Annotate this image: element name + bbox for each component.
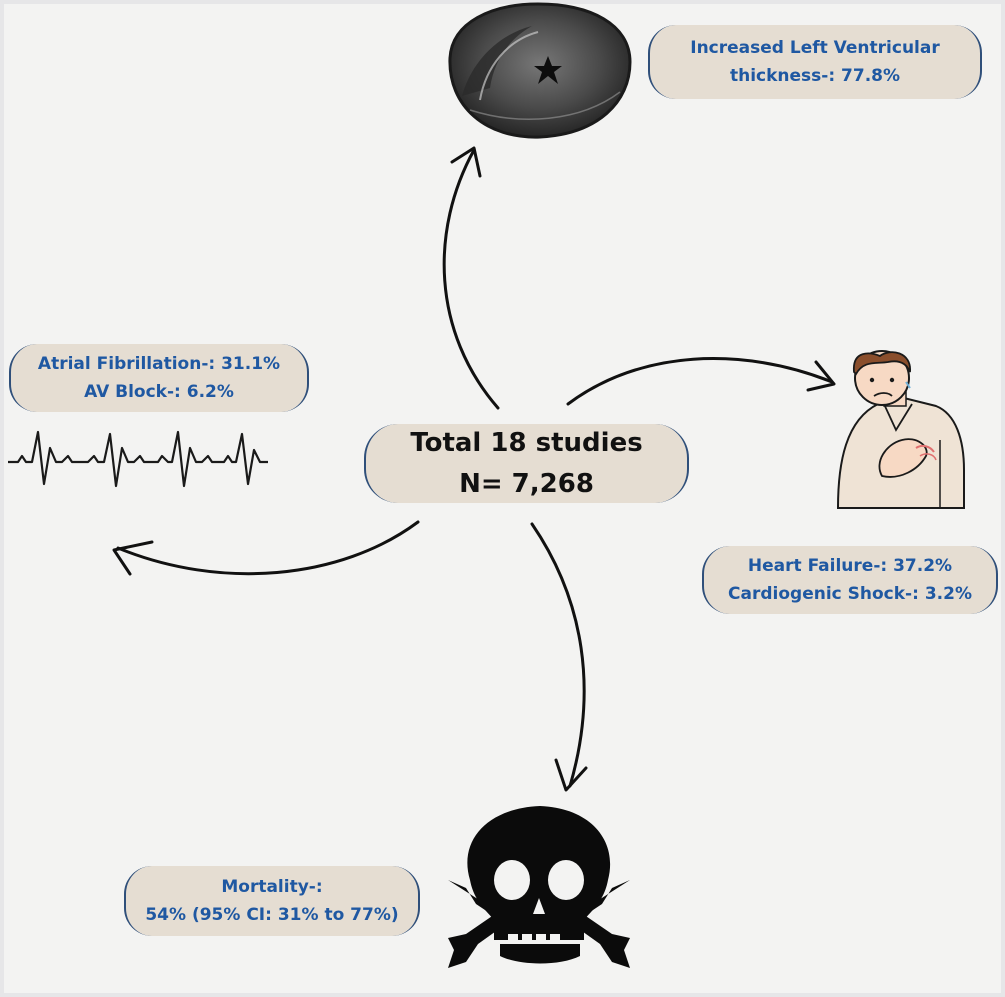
- lv-thickness-line1: Increased Left Ventricular: [690, 38, 940, 58]
- mortality-box: Mortality-: 54% (95% CI: 31% to 77%): [124, 866, 420, 936]
- arrhythmia-box: Atrial Fibrillation-: 31.1% AV Block-: 6…: [9, 344, 309, 412]
- center-title: Total 18 studies: [410, 427, 643, 458]
- heart-cross-section-icon: [448, 2, 632, 139]
- lv-thickness-line2: thickness-: 77.8%: [729, 66, 901, 86]
- heart-failure-line2: Cardiogenic Shock-: 3.2%: [728, 584, 972, 604]
- heart-failure-line1: Heart Failure-: 37.2%: [747, 556, 953, 576]
- mortality-line2: 54% (95% CI: 31% to 77%): [145, 905, 399, 925]
- heart-failure-box: Heart Failure-: 37.2% Cardiogenic Shock-…: [702, 546, 998, 614]
- center-summary-box: Total 18 studies N= 7,268: [364, 424, 689, 503]
- arrow-to-mortality: [530, 522, 588, 792]
- arrhythmia-line2: AV Block-: 6.2%: [84, 382, 234, 402]
- lv-thickness-box: Increased Left Ventricular thickness-: 7…: [648, 25, 982, 99]
- ecg-waveform-icon: [8, 430, 268, 488]
- arrhythmia-line1: Atrial Fibrillation-: 31.1%: [37, 354, 281, 374]
- mortality-line1: Mortality-:: [221, 877, 323, 897]
- arrow-to-heart-failure: [566, 357, 836, 406]
- man-chest-pain-icon: [836, 350, 965, 509]
- skull-crossbones-icon: [448, 806, 630, 968]
- arrow-to-lv-thickness: [442, 146, 500, 410]
- arrow-to-arrhythmia: [112, 520, 420, 576]
- center-count: N= 7,268: [459, 468, 594, 499]
